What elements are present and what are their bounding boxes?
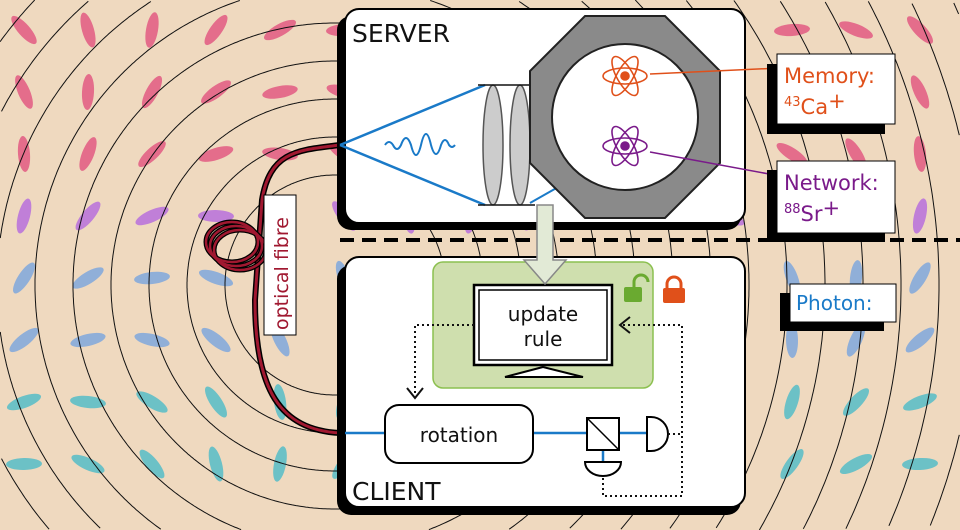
polarization-mark (135, 206, 169, 226)
polarization-mark (15, 75, 33, 109)
polarization-mark (204, 386, 228, 418)
polarization-mark (842, 388, 870, 416)
polarization-mark (134, 271, 170, 285)
polarization-mark (71, 454, 105, 474)
feedback-path (414, 324, 683, 497)
fibre-label-text: optical fibre (271, 217, 293, 330)
polarization-mark (198, 209, 234, 223)
polarization-mark (134, 332, 170, 348)
server-title: SERVER (352, 19, 450, 48)
polarization-mark (70, 395, 106, 409)
photon-title: Photon: (796, 291, 872, 315)
polarization-mark (9, 327, 39, 353)
polarization-mark (839, 21, 873, 39)
polarization-mark (75, 201, 101, 231)
polarization-mark (72, 267, 104, 289)
photon-label: Photon: (780, 283, 897, 331)
memory-leader-line (649, 67, 781, 75)
polarization-mark (16, 198, 32, 234)
update-rule-line2: rule (524, 327, 563, 351)
polarization-mark (784, 384, 800, 420)
rotation-block: rotation (384, 404, 534, 464)
network-leader-line (649, 151, 781, 177)
polarization-mark (913, 136, 927, 172)
polarization-mark (208, 446, 224, 482)
polarization-mark (262, 85, 298, 99)
polarization-mark (909, 262, 931, 294)
polarization-mark (204, 14, 228, 46)
polarization-mark (273, 446, 287, 482)
polarization-mark (141, 75, 163, 109)
polarization-mark (912, 198, 928, 234)
wavefront-ring (911, 3, 960, 526)
polarization-mark (139, 449, 165, 479)
unlocked-lock-icon (624, 273, 650, 302)
wavefront-ring (824, 1, 902, 529)
polarization-mark (11, 15, 37, 45)
server-to-client-arrow (522, 204, 568, 286)
polarization-mark (263, 19, 297, 41)
memory-title: Memory: (784, 64, 875, 88)
network-atom-icon (602, 125, 648, 167)
polarization-mark (198, 146, 234, 162)
beam-cone (339, 83, 486, 207)
polarization-mark (138, 140, 166, 168)
polarization-mark (906, 16, 934, 44)
monitor-icon: update rule (472, 283, 614, 378)
optical-fibre (203, 142, 343, 436)
client-panel: CLIENT update rule rotation (337, 256, 746, 515)
client-title: CLIENT (352, 477, 441, 506)
lens-pair-icon (478, 84, 535, 206)
rotation-label: rotation (420, 423, 498, 447)
polarization-mark (201, 80, 231, 104)
photon-wavepacket-icon (384, 133, 456, 156)
polarization-mark (6, 457, 42, 471)
memory-ion: 43Ca+ (784, 89, 846, 119)
polarization-mark (79, 137, 97, 171)
memory-label: Memory: 43Ca+ (767, 53, 896, 134)
polarization-mark (145, 12, 159, 48)
polarization-mark (776, 142, 808, 166)
detector-icon (646, 416, 669, 452)
wavefront-ring (953, 2, 960, 15)
locked-lock-icon (663, 275, 685, 303)
update-rule-line1: update (508, 302, 578, 326)
server-panel: SERVER (337, 8, 746, 230)
polarization-mark (136, 391, 168, 413)
polarization-mark (785, 322, 799, 358)
network-ion: 88Sr+ (784, 196, 840, 226)
polarization-mark (910, 75, 930, 109)
fibre-label: optical fibre (263, 194, 297, 336)
detector-icon (583, 461, 623, 477)
polarization-mark (6, 393, 42, 411)
polarization-mark (839, 453, 873, 475)
polarization-mark (201, 327, 231, 353)
memory-atom-icon (602, 55, 648, 97)
polarization-mark (780, 449, 804, 479)
polarization-mark (12, 262, 36, 294)
polarization-mark (905, 327, 935, 353)
polarization-mark (80, 12, 96, 48)
arrowheads (406, 316, 631, 400)
polarization-mark (81, 74, 95, 110)
network-label: Network: 88Sr+ (767, 160, 896, 242)
beam-splitter-icon (586, 417, 620, 451)
ion-trap-icon (529, 15, 721, 219)
wavefront-ring (867, 1, 940, 527)
polarization-mark (774, 23, 810, 37)
network-title: Network: (784, 171, 879, 195)
